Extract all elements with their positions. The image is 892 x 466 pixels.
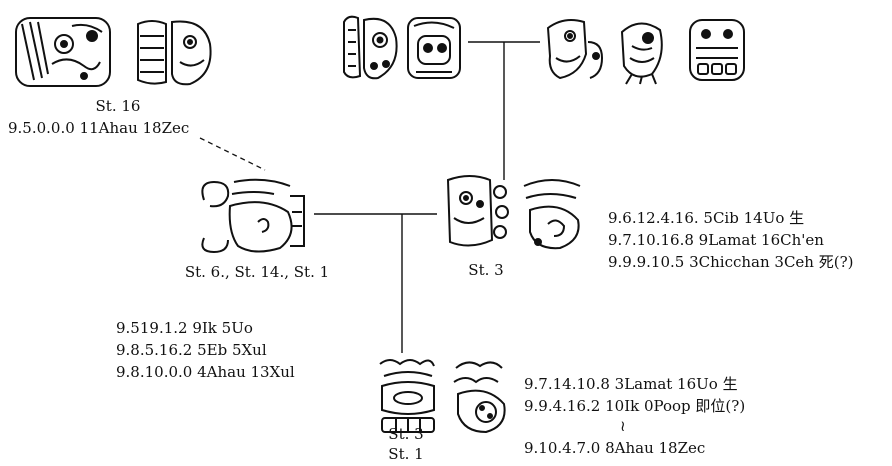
- maya-name-glyph-icon: [12, 14, 114, 90]
- stela-3-upper-date-3: 9.9.9.10.5 3Chicchan 3Ceh 死(?): [608, 253, 854, 271]
- stela-1-lower-label: St. 1: [388, 445, 424, 463]
- stela-3-upper-label: St. 3: [468, 261, 504, 279]
- stela-6-14-1-label: St. 6., St. 14., St. 1: [184, 263, 330, 281]
- maya-name-glyph-icon: [132, 14, 216, 90]
- maya-name-glyph-icon: [194, 172, 312, 258]
- stela-3-lower-label: St. 3: [388, 425, 424, 443]
- stela-3-lower-date-3: 9.10.4.7.0 8Ahau 18Zec: [524, 439, 706, 457]
- stela-6-date-2: 9.8.5.16.2 5Eb 5Xul: [116, 341, 267, 359]
- stela-3-lower-range-mark: ≀: [620, 417, 626, 435]
- stela-6-date-1: 9.519.1.2 9Ik 5Uo: [116, 319, 253, 337]
- dashed-connector-st16: [199, 137, 266, 171]
- stela-3-upper-date-1: 9.6.12.4.16. 5Cib 14Uo 生: [608, 209, 805, 227]
- maya-name-glyph-icon: [372, 352, 442, 438]
- maya-name-glyph-icon: [402, 12, 466, 84]
- maya-name-glyph-icon: [338, 10, 402, 84]
- maya-name-glyph-icon: [540, 12, 608, 86]
- stela-6-date-3: 9.8.10.0.0 4Ahau 13Xul: [116, 363, 295, 381]
- maya-name-glyph-icon: [446, 354, 512, 438]
- maya-name-glyph-icon: [516, 172, 588, 256]
- stela-3-lower-date-1: 9.7.14.10.8 3Lamat 16Uo 生: [524, 375, 738, 393]
- stela-3-lower-date-2: 9.9.4.16.2 10Ik 0Poop 即位(?): [524, 397, 746, 415]
- maya-name-glyph-icon: [612, 12, 670, 86]
- stela-16-date: 9.5.0.0.0 11Ahau 18Zec: [8, 119, 190, 137]
- maya-name-glyph-icon: [684, 14, 750, 86]
- maya-name-glyph-icon: [440, 170, 514, 254]
- stela-16-label: St. 16: [95, 97, 141, 115]
- stela-3-upper-date-2: 9.7.10.16.8 9Lamat 16Ch'en: [608, 231, 824, 249]
